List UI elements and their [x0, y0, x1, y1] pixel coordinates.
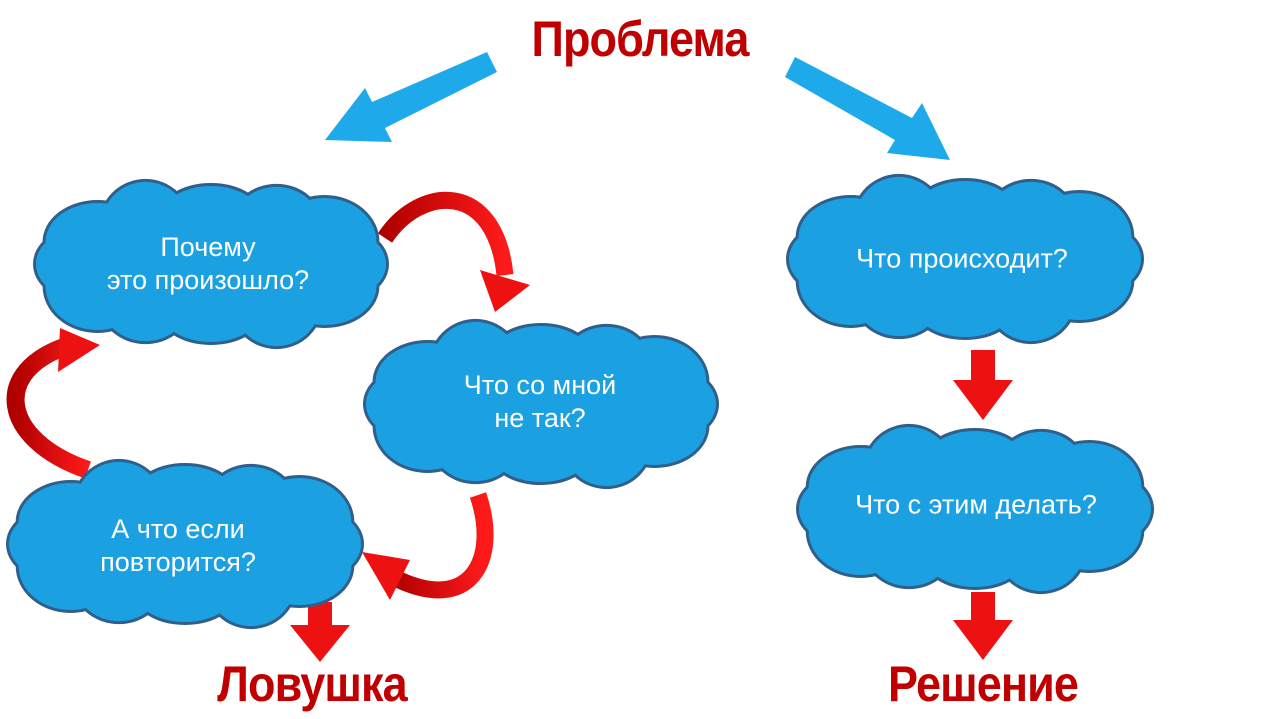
cloud-whats-happening: [786, 173, 1144, 345]
cloud-line: А что если: [111, 514, 245, 544]
cloud-what-to-do: [796, 423, 1154, 595]
red-down-arrow-trap: [290, 602, 350, 662]
cloud-lobe: [45, 490, 325, 598]
cloud-line: повторится?: [100, 547, 256, 577]
cloud-lobe: [402, 350, 680, 458]
curved-arrow-bottom: [362, 492, 494, 600]
cloud-text-what-to-do: Что с этим делать?: [855, 489, 1097, 522]
cloud-lobe: [825, 205, 1105, 313]
cloud-line: Что со мной: [463, 370, 617, 400]
blue-arrow-right: [785, 57, 950, 160]
curved-arrow-left: [6, 328, 100, 479]
cloud-line: это произошло?: [106, 265, 310, 295]
red-down-arrow-1: [953, 350, 1013, 420]
title-trap: Ловушка: [217, 656, 407, 712]
title-problem: Проблема: [531, 11, 750, 67]
cloud-what-if: [6, 458, 364, 630]
cloud-why: [33, 178, 389, 350]
cloud-line: не так?: [494, 403, 586, 433]
cloud-text-whats-happening: Что происходит?: [856, 243, 1068, 276]
cloud-lobe: [835, 455, 1115, 563]
cloud-whats-wrong: [363, 318, 719, 490]
red-down-arrow-2: [953, 592, 1013, 660]
cloud-line: Что с этим делать?: [855, 489, 1097, 520]
blue-arrow-left: [325, 52, 497, 142]
title-solution: Решение: [887, 656, 1079, 712]
cloud-line: Почему: [160, 232, 256, 262]
cloud-lobe: [72, 210, 350, 318]
curved-arrow-top: [377, 191, 530, 312]
cloud-line: Что происходит?: [856, 243, 1068, 274]
